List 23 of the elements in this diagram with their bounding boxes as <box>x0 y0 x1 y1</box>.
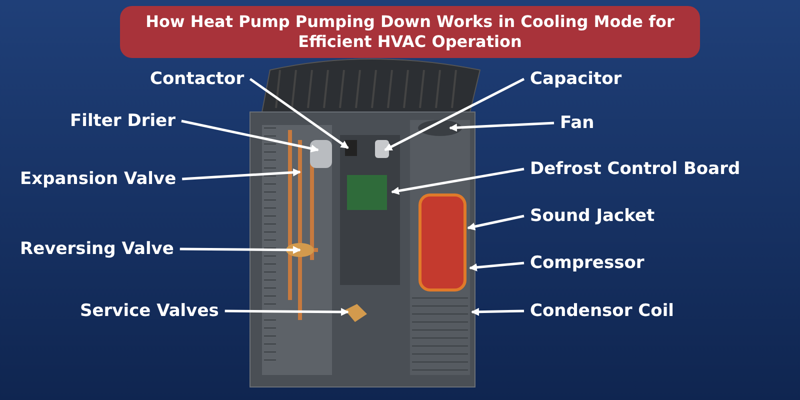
part-label: Fan <box>560 112 594 134</box>
leader-line <box>469 262 524 272</box>
leader-line <box>180 246 301 254</box>
part-label: Contactor <box>150 68 244 90</box>
part-label: Sound Jacket <box>530 205 655 227</box>
leader-line <box>391 168 524 195</box>
leader-line <box>471 308 524 316</box>
title-bubble: How Heat Pump Pumping Down Works in Cooling Mode for Efficient HVAC Operation <box>120 6 700 58</box>
part-label: Compressor <box>530 252 644 274</box>
part-label: Expansion Valve <box>20 168 176 190</box>
leader-line <box>181 120 319 152</box>
part-label: Capacitor <box>530 68 622 90</box>
leader-line <box>449 122 554 132</box>
part-label: Defrost Control Board <box>530 158 740 180</box>
part-label: Condensor Coil <box>530 300 674 322</box>
leader-line <box>224 308 349 316</box>
part-label: Filter Drier <box>70 110 176 132</box>
leader-line <box>182 168 301 180</box>
leader-line <box>384 78 525 152</box>
part-label: Reversing Valve <box>20 238 174 260</box>
leader-line <box>467 214 524 230</box>
part-label: Service Valves <box>80 300 219 322</box>
leader-line <box>249 78 349 150</box>
